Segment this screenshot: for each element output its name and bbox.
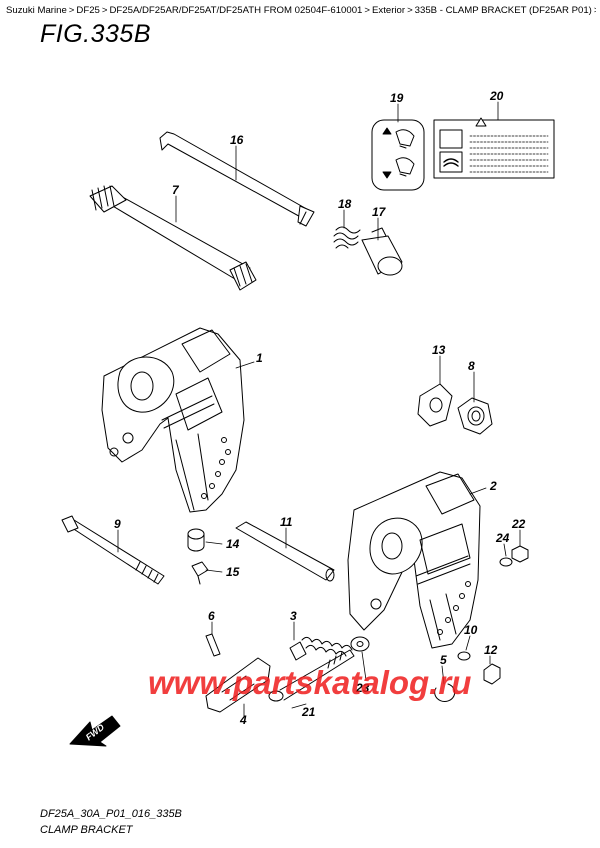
breadcrumb-current: 335B - CLAMP BRACKET (DF25AR P01) [414, 5, 592, 16]
breadcrumb-separator: > [364, 5, 370, 16]
tilt-decal-part-19[interactable] [371, 119, 425, 191]
part-number-11[interactable]: 11 [280, 515, 293, 529]
washer-part-10[interactable] [457, 651, 471, 661]
nut-part-8[interactable] [457, 397, 493, 435]
clamp-bolt-part-9[interactable] [61, 515, 165, 585]
part-number-labels: 1 2 3 4 5 6 7 8 9 10 11 12 13 14 15 16 1… [114, 89, 526, 727]
breadcrumb-separator: > [101, 5, 108, 16]
part-number-1[interactable]: 1 [256, 351, 263, 365]
washer-part-23[interactable] [350, 636, 370, 652]
breadcrumb: Suzuki Marine>DF25>DF25A/DF25AR/DF25AT/D… [6, 4, 596, 17]
part-number-2[interactable]: 2 [489, 479, 497, 493]
nut-part-12[interactable] [483, 663, 501, 685]
bushing-part-14[interactable] [187, 528, 205, 552]
breadcrumb-link-df25[interactable]: DF25 [76, 5, 100, 16]
fwd-arrow-icon [69, 715, 121, 747]
part-number-21[interactable]: 21 [301, 705, 316, 719]
spring-part-18[interactable] [333, 226, 361, 249]
plate-part-13[interactable] [417, 383, 453, 427]
part-number-20[interactable]: 20 [489, 89, 504, 103]
part-number-18[interactable]: 18 [338, 197, 352, 211]
shaft-part-11[interactable] [235, 521, 335, 582]
part-number-4[interactable]: 4 [239, 713, 247, 727]
watermark: www.partskatalog.ru [148, 664, 471, 701]
part-number-23[interactable]: 23 [355, 681, 370, 695]
part-number-19[interactable]: 19 [390, 91, 404, 105]
part-number-13[interactable]: 13 [432, 343, 446, 357]
breadcrumb-separator: > [592, 5, 596, 16]
breadcrumb-link-model[interactable]: DF25A/DF25AR/DF25AT/DF25ATH FROM 02504F-… [109, 5, 363, 16]
lever-part-4[interactable] [205, 657, 271, 713]
part-number-17[interactable]: 17 [372, 205, 387, 219]
part-number-10[interactable]: 10 [464, 623, 478, 637]
part-number-5[interactable]: 5 [440, 653, 447, 667]
nut-part-22[interactable] [511, 545, 529, 563]
breadcrumb-separator: > [68, 5, 75, 16]
breadcrumb-link-suzuki-marine[interactable]: Suzuki Marine [6, 5, 67, 16]
caution-label-part-20[interactable] [433, 117, 555, 179]
part-number-7[interactable]: 7 [172, 183, 180, 197]
part-number-3[interactable]: 3 [290, 609, 297, 623]
diagram-code: DF25A_30A_P01_016_335B [40, 808, 182, 820]
part-number-22[interactable]: 22 [511, 517, 526, 531]
part-number-12[interactable]: 12 [484, 643, 498, 657]
leader-lines [117, 101, 521, 717]
tilt-tube-part-7[interactable] [89, 185, 257, 291]
rod-part-21[interactable] [268, 649, 355, 702]
plunger-part-17[interactable] [361, 227, 403, 276]
breadcrumb-link-exterior[interactable]: Exterior [372, 5, 406, 16]
part-number-6[interactable]: 6 [208, 609, 215, 623]
clamp-bracket-left-part-1[interactable] [101, 327, 245, 513]
snap-ring-part-5[interactable] [434, 683, 456, 702]
diagram-name: CLAMP BRACKET [40, 824, 133, 836]
part-number-8[interactable]: 8 [468, 359, 475, 373]
pin-part-6[interactable] [205, 633, 221, 657]
clamp-bracket-right-part-2[interactable] [347, 471, 481, 649]
part-number-24[interactable]: 24 [495, 531, 510, 545]
spring-part-3[interactable] [289, 636, 353, 661]
part-number-16[interactable]: 16 [230, 133, 244, 147]
part-number-9[interactable]: 9 [114, 517, 121, 531]
part-number-14[interactable]: 14 [226, 537, 240, 551]
screw-part-15[interactable] [191, 561, 209, 585]
washer-part-24[interactable] [499, 557, 513, 567]
figure-title: FIG.335B [40, 20, 151, 48]
breadcrumb-separator: > [407, 5, 413, 16]
part-number-15[interactable]: 15 [226, 565, 240, 579]
